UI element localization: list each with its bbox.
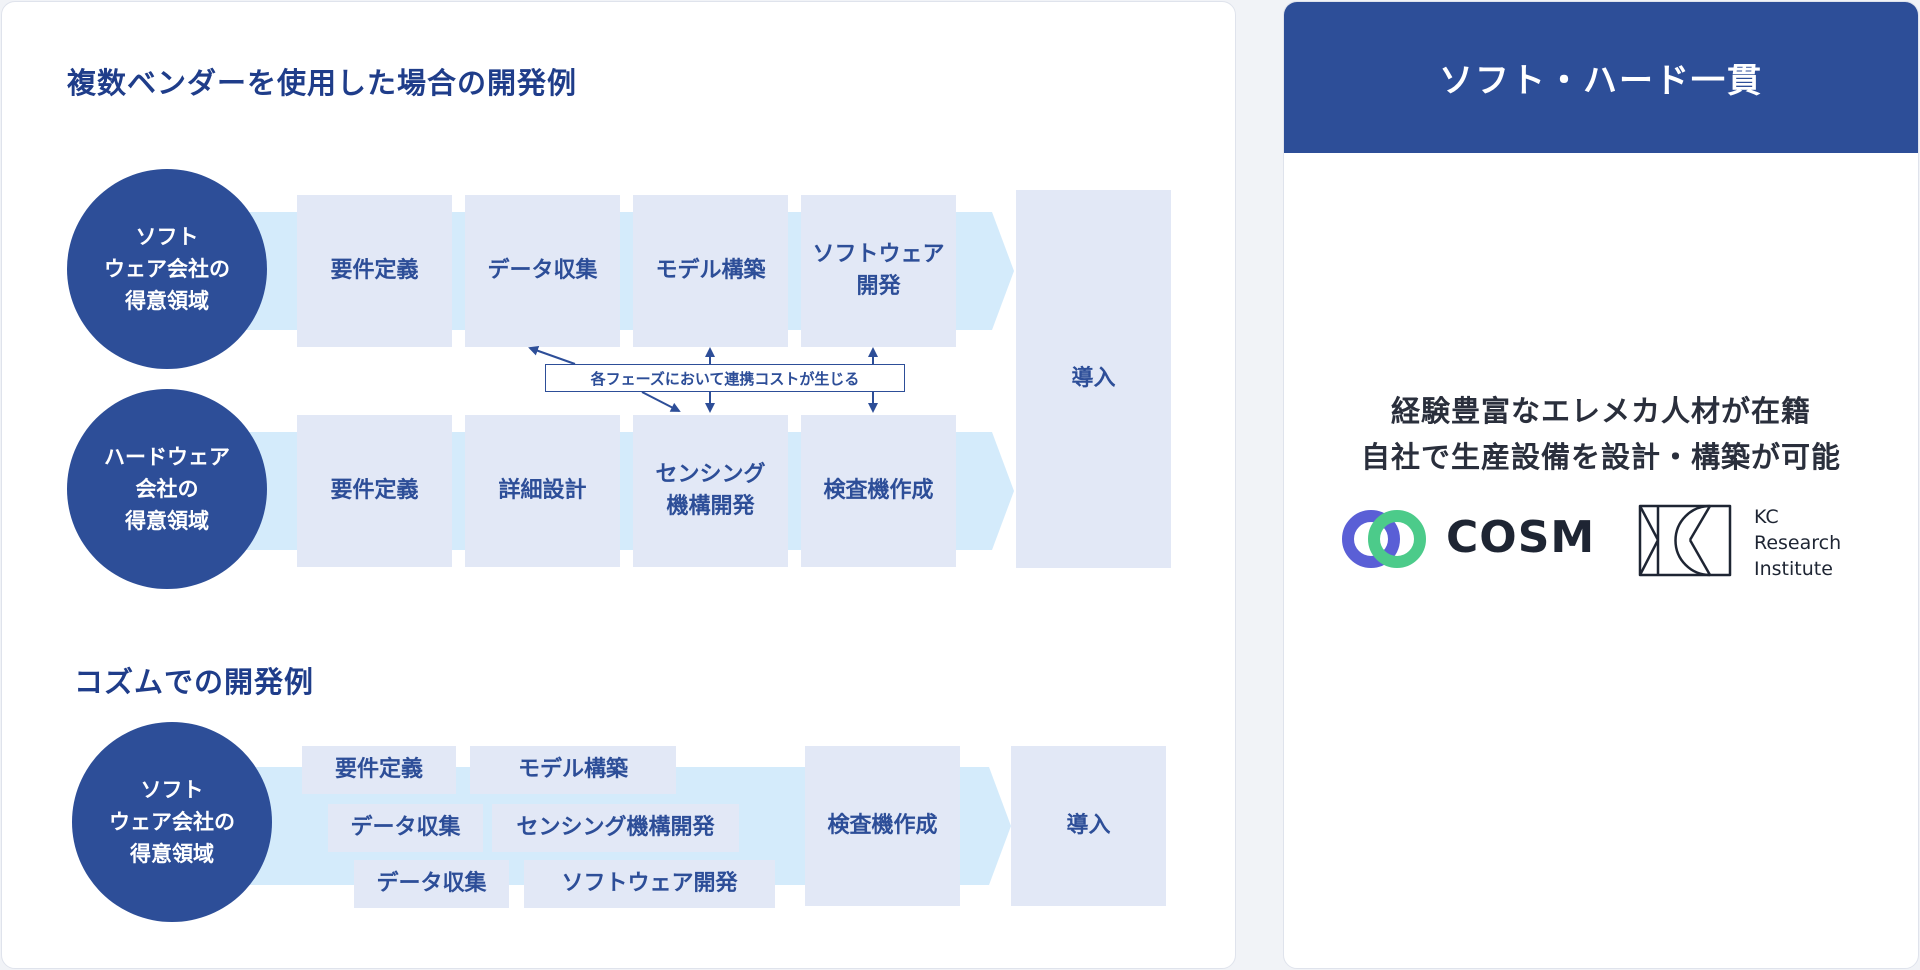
kc-logo-text: KC Research Institute xyxy=(1754,504,1841,582)
cosm-task-sensing-mechanism: センシング機構開発 xyxy=(492,804,739,852)
cosm-logo-icon xyxy=(1342,510,1426,568)
cosm-task-requirements: 要件定義 xyxy=(302,746,456,794)
left-panel: 複数ベンダーを使用した場合の開発例 ソフト ウェア会社の 得意領域 要件定義 デ… xyxy=(1,1,1236,969)
sw-step-software-dev: ソフトウェア 開発 xyxy=(801,195,956,347)
integrated-header: ソフト・ハード一貫 xyxy=(1284,2,1918,153)
coordination-arrows xyxy=(528,345,878,413)
sw-step-model-building: モデル構築 xyxy=(633,195,788,347)
hardware-flow-arrowhead xyxy=(992,432,1014,550)
hw-step-requirements: 要件定義 xyxy=(297,415,452,567)
cosm-task-data-collection-2: データ収集 xyxy=(354,860,509,908)
cosm-flow-arrowhead xyxy=(989,767,1011,885)
hw-step-detailed-design: 詳細設計 xyxy=(465,415,620,567)
cosm-logo-text: COSM xyxy=(1446,512,1596,563)
cosm-task-data-collection-1: データ収集 xyxy=(328,804,483,852)
tagline-experienced-staff: 経験豊富なエレメカ人材が在籍 xyxy=(1390,394,1811,428)
multi-vendor-title: 複数ベンダーを使用した場合の開発例 xyxy=(67,66,578,100)
hardware-company-circle: ハードウェア 会社の 得意領域 xyxy=(67,389,267,589)
software-flow-arrowhead xyxy=(992,212,1014,330)
coordination-cost-note: 各フェーズにおいて連携コストが生じる xyxy=(545,364,905,392)
cosm-task-model-building: モデル構築 xyxy=(470,746,676,794)
cosm-inspection-machine-box: 検査機作成 xyxy=(805,746,960,906)
kc-logo-icon xyxy=(1638,504,1732,577)
cosm-company-circle: ソフト ウェア会社の 得意領域 xyxy=(72,722,272,922)
cosm-task-software-dev: ソフトウェア開発 xyxy=(524,860,775,908)
kc-logo-line2: Research xyxy=(1754,532,1842,554)
kc-logo-line1: KC xyxy=(1754,506,1779,528)
cosm-deployment-box: 導入 xyxy=(1011,746,1166,906)
software-company-circle: ソフト ウェア会社の 得意領域 xyxy=(67,169,267,369)
tagline-in-house-design: 自社で生産設備を設計・構築が可能 xyxy=(1360,440,1841,474)
hw-step-inspection-machine: 検査機作成 xyxy=(801,415,956,567)
sw-step-data-collection: データ収集 xyxy=(465,195,620,347)
hw-step-sensing-mechanism: センシング 機構開発 xyxy=(633,415,788,567)
cosm-example-title: コズムでの開発例 xyxy=(74,665,315,699)
right-panel: ソフト・ハード一貫 経験豊富なエレメカ人材が在籍 自社で生産設備を設計・構築が可… xyxy=(1283,1,1919,969)
sw-step-requirements: 要件定義 xyxy=(297,195,452,347)
kc-logo-line3: Institute xyxy=(1754,558,1833,580)
deployment-box: 導入 xyxy=(1016,190,1171,568)
